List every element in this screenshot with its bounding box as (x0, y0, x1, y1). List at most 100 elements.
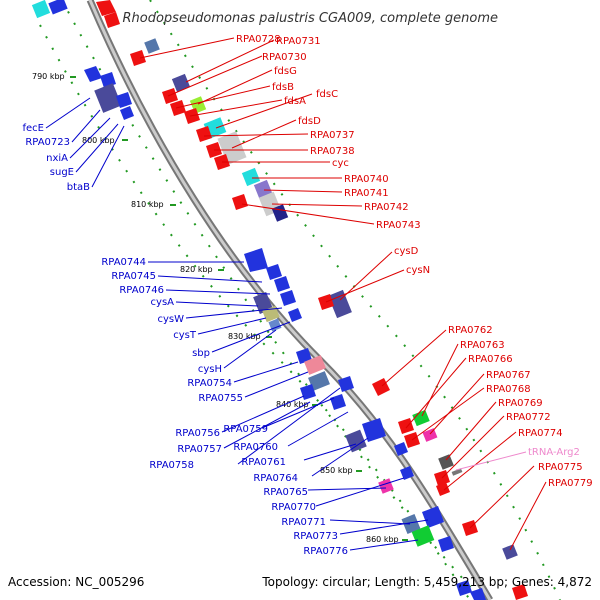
topology-label: Topology: circular; Length: 5,459,213 bp… (261, 575, 592, 589)
gene-RPA0759 (330, 394, 346, 410)
kbp-tick-marks (70, 76, 408, 541)
gene-RPA0774 (436, 482, 450, 496)
label-RPA0746: RPA0746 (119, 285, 164, 296)
gene-cysA (253, 292, 273, 314)
gene-RPA0737 (196, 126, 212, 142)
gene-RPA0730 (162, 88, 178, 104)
forward-dot-track (149, 0, 561, 600)
gene-btaB (120, 106, 134, 120)
label-cyc: cyc (332, 158, 349, 169)
label-cysD: cysD (394, 246, 419, 257)
label-RPA0755: RPA0755 (198, 393, 243, 404)
kbp-ticks: 790 kbp 800 kbp 810 kbp 820 kbp 830 kbp … (32, 72, 399, 544)
kbp-tick-820: 820 kbp (180, 265, 213, 274)
label-RPA0731: RPA0731 (276, 36, 321, 47)
label-RPA0774: RPA0774 (518, 428, 563, 439)
reverse-leader-lines (45, 97, 429, 551)
gene-reverse-extra-3 (470, 588, 486, 600)
gene-RPA0756 (308, 371, 330, 391)
label-RPA0742: RPA0742 (364, 202, 409, 213)
gene-RPA0765 (378, 478, 394, 494)
gene-cysH (268, 318, 282, 332)
gene-tRNA-Arg2 (451, 468, 463, 476)
gene-reverse-extra-2 (456, 580, 472, 596)
kbp-tick-800: 800 kbp (82, 136, 115, 145)
backbone (88, 0, 492, 600)
label-cysW: cysW (157, 314, 184, 325)
gene-forward-extra (512, 584, 528, 600)
map-title: Rhodopseudomonas palustris CGA009, compl… (122, 11, 498, 26)
gene-top-2 (104, 12, 120, 28)
label-cysT: cysT (173, 330, 197, 341)
gene-cysD (328, 289, 352, 319)
label-cysH: cysH (198, 364, 222, 375)
gene-RPA0779 (502, 544, 518, 560)
gene-RPA0771 (401, 513, 421, 535)
label-RPA0773: RPA0773 (293, 531, 338, 542)
label-RPA0764: RPA0764 (253, 473, 298, 484)
gene-reverse-extra-1 (438, 536, 454, 552)
label-RPA0779: RPA0779 (548, 478, 593, 489)
label-RPA0769: RPA0769 (498, 398, 543, 409)
label-sugE: sugE (50, 167, 74, 178)
label-fdsG: fdsG (274, 66, 297, 77)
label-RPA0763: RPA0763 (460, 340, 505, 351)
gene-RPA0754 (296, 348, 312, 364)
gene-nxiA (94, 83, 122, 113)
kbp-tick-790: 790 kbp (32, 72, 65, 81)
kbp-tick-840: 840 kbp (276, 400, 309, 409)
kbp-tick-810: 810 kbp (131, 200, 164, 209)
label-RPA0775: RPA0775 (538, 462, 583, 473)
label-RPA0745: RPA0745 (111, 271, 156, 282)
label-RPA0730: RPA0730 (262, 52, 307, 63)
label-RPA0772: RPA0772 (506, 412, 551, 423)
gene-RPA0743b (271, 204, 289, 222)
gene-cysW (280, 290, 296, 306)
label-nxiA: nxiA (46, 153, 68, 164)
label-RPA0756: RPA0756 (175, 428, 220, 439)
accession-label: Accession: NC_005296 (8, 575, 144, 589)
label-fdsC: fdsC (316, 89, 338, 100)
reverse-features (31, 0, 486, 600)
label-RPA0761: RPA0761 (241, 457, 286, 468)
gene-RPA0770 (400, 466, 414, 480)
gene-reverse-top-2 (48, 0, 68, 15)
gene-RPA0760 (345, 429, 367, 453)
gene-RPA0743 (232, 194, 248, 210)
gene-top-1 (96, 0, 116, 16)
gene-RPA0758 (338, 376, 354, 392)
label-RPA0757: RPA0757 (177, 444, 222, 455)
kbp-tick-860: 860 kbp (366, 535, 399, 544)
kbp-tick-850: 850 kbp (320, 466, 353, 475)
gene-reverse-top-1 (31, 0, 51, 19)
label-fdsB: fdsB (272, 82, 294, 93)
gene-RPA0769 (438, 454, 454, 470)
label-RPA0758: RPA0758 (149, 460, 194, 471)
label-RPA0771: RPA0771 (281, 517, 326, 528)
gene-RPA0755 (304, 355, 326, 375)
label-RPA0728: RPA0728 (236, 34, 281, 45)
reverse-dot-track (39, 24, 471, 600)
gene-RPA0741 (253, 179, 273, 199)
label-btaB: btaB (67, 182, 90, 193)
label-fdsA: fdsA (284, 96, 306, 107)
gene-RPA0761 (362, 418, 386, 442)
label-RPA0743: RPA0743 (376, 220, 421, 231)
label-RPA0765: RPA0765 (263, 487, 308, 498)
label-tRNA-Arg2: tRNA-Arg2 (528, 447, 580, 458)
label-cysN: cysN (406, 265, 430, 276)
label-RPA0754: RPA0754 (187, 378, 232, 389)
gene-fecE (84, 66, 102, 82)
label-RPA0759: RPA0759 (223, 424, 268, 435)
label-fdsD: fdsD (298, 116, 321, 127)
label-RPA0723: RPA0723 (25, 137, 70, 148)
label-RPA0776: RPA0776 (303, 546, 348, 557)
trna-leader-line (455, 451, 527, 471)
gene-RPA0746 (274, 276, 290, 292)
gene-RPA0766 (398, 418, 414, 434)
reverse-labels: fecE RPA0723 nxiA sugE btaB RPA0744 RPA0… (23, 123, 349, 557)
gene-RPA0773 (422, 506, 444, 528)
label-RPA0744: RPA0744 (101, 257, 146, 268)
gene-top-3 (144, 38, 160, 54)
